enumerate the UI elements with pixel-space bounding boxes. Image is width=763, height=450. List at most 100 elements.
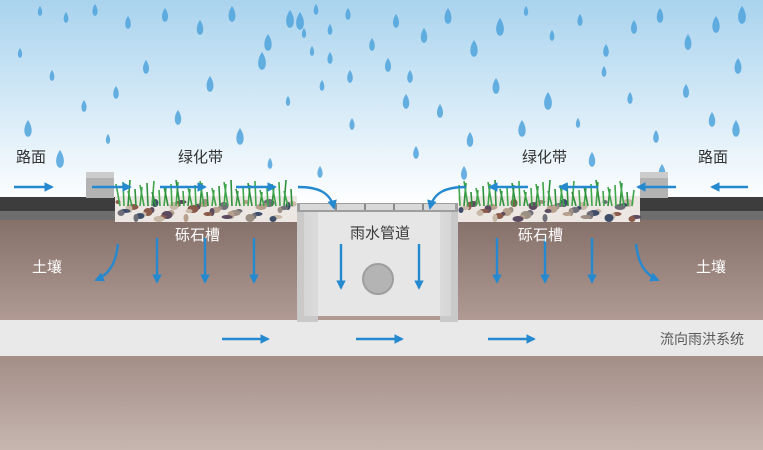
raindrop-icon [413, 146, 419, 159]
grass-icon [163, 187, 167, 207]
grass [115, 179, 635, 207]
grass-icon [619, 180, 625, 207]
raindrop-icon [105, 134, 111, 144]
gravel-icon [169, 202, 179, 210]
grass-icon [247, 182, 253, 207]
raindrop-icon [549, 30, 555, 41]
raindrop-icon [544, 92, 552, 110]
raindrop-icon [738, 6, 746, 24]
gravel-icon [580, 215, 592, 219]
grass-icon [211, 189, 215, 207]
grass-icon [266, 187, 269, 207]
grass-icon [511, 182, 517, 207]
grass-icon [223, 183, 227, 207]
gravel-icon [544, 209, 552, 213]
raindrop-icon [734, 58, 742, 74]
raindrop-icon [420, 28, 428, 43]
gravel-icon [245, 214, 255, 222]
grass-icon [530, 187, 533, 207]
flow-arrow-icon [94, 243, 120, 282]
gravel-icon [183, 214, 189, 222]
grass-icon [499, 188, 505, 207]
grass-icon [626, 191, 629, 207]
grass-icon [151, 191, 157, 207]
grass-icon [607, 186, 613, 207]
gravel [115, 199, 642, 222]
raindrop-icon [49, 70, 55, 81]
gravel-icon [512, 216, 524, 222]
raindrop-icon [436, 104, 444, 118]
flow-arrow-icon [427, 185, 467, 210]
raindrop-icon [402, 94, 410, 109]
gravel-icon [269, 216, 277, 222]
raindrop-icon [161, 8, 169, 22]
raindrop-icon [125, 16, 131, 29]
grass-icon [494, 179, 497, 207]
curb-left [86, 172, 114, 198]
raindrop-icon [518, 120, 526, 137]
gravel-icon [492, 214, 498, 222]
grass-icon [542, 181, 545, 207]
road-left [0, 197, 115, 220]
road-label-left: 路面 [16, 148, 47, 166]
grass-icon [499, 190, 503, 207]
raindrop-icon [301, 28, 307, 38]
grass-icon [139, 184, 145, 207]
gravel-icon [117, 210, 125, 216]
raindrop-icon [601, 66, 607, 77]
gravel-icon [542, 214, 548, 222]
raindrop-icon [63, 12, 69, 23]
gravel-icon [203, 212, 213, 216]
raindrop-icon [345, 8, 351, 20]
raindrop-icon [258, 52, 266, 70]
gravel-icon [458, 207, 464, 213]
raindrop-icon [264, 34, 272, 51]
raindrop-icon [653, 130, 659, 143]
green-belt-label-right: 绿化带 [522, 148, 568, 166]
flow-arrows [14, 182, 748, 344]
grass-icon [607, 188, 611, 207]
grass-icon [146, 182, 149, 207]
flow-arrow-icon [297, 185, 337, 210]
grass-icon [571, 191, 577, 207]
raindrop-icon [349, 118, 355, 130]
soil-label-left: 土壤 [32, 258, 63, 276]
grass-icon [235, 188, 241, 207]
storm-pipe-label: 雨水管道 [350, 224, 411, 242]
raindrop-icon [236, 128, 244, 145]
grass-icon [523, 191, 527, 207]
raindrop-icon [228, 6, 236, 22]
grass-icon [602, 190, 605, 207]
grass-icon [182, 190, 185, 207]
gravel-icon [614, 204, 626, 210]
grass-icon [554, 188, 557, 207]
grass-icon [463, 180, 469, 207]
raindrop-icon [682, 84, 690, 98]
grass-icon [482, 185, 485, 207]
grass-icon [235, 190, 239, 207]
grass-icon [463, 182, 467, 207]
raindrop-icon [206, 76, 214, 92]
grass-icon [595, 179, 601, 207]
raindrop-icon [267, 158, 273, 169]
grass-icon [595, 181, 599, 207]
grass-icon [175, 181, 179, 207]
grass-icon [290, 188, 293, 207]
gravel-trough-label-left: 砾石槽 [175, 226, 221, 244]
grass-icon [475, 189, 479, 207]
raindrop-icon [392, 14, 400, 28]
grass-icon [127, 190, 133, 207]
raindrop-icon [56, 150, 64, 168]
grate-icon [297, 203, 458, 212]
raindrop-icon [407, 70, 413, 83]
raindrop-icon [24, 120, 32, 137]
grass-icon [158, 189, 161, 207]
gravel-icon [243, 200, 249, 204]
raindrop-icon [327, 52, 333, 64]
raindrop-icon [630, 20, 638, 34]
raindrop-icon [142, 60, 150, 74]
grass-icon [230, 179, 233, 207]
raindrop-icon [575, 118, 581, 128]
grass-icon [139, 186, 143, 207]
gravel-icon [255, 204, 267, 210]
